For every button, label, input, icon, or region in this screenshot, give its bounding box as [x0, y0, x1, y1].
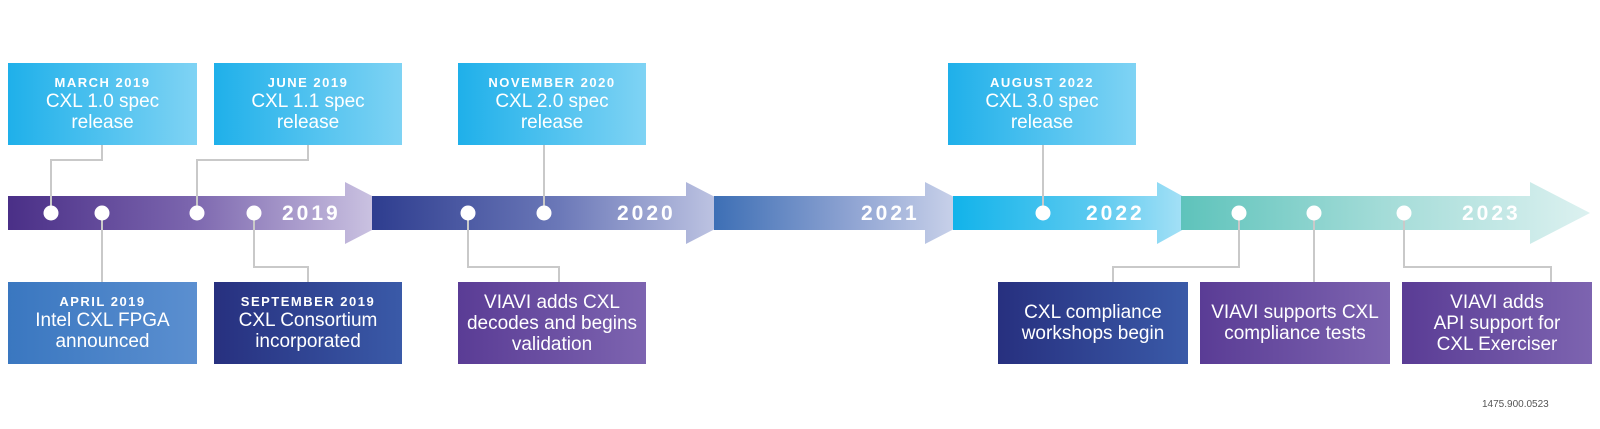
event-box-viavi-compliance — [1200, 282, 1390, 364]
year-label-2022: 2022 — [1086, 202, 1145, 225]
event-date: SEPTEMBER 2019 — [240, 294, 376, 309]
milestone-dot — [536, 205, 552, 221]
connector-september-2019 — [253, 213, 309, 282]
milestone-dot — [460, 205, 476, 221]
event-november-2020: NOVEMBER 2020 CXL 2.0 spec release — [458, 63, 646, 145]
event-line: API support for — [1433, 312, 1561, 334]
event-date: NOVEMBER 2020 — [488, 75, 616, 90]
event-title: CXL 1.1 spec release — [251, 91, 365, 133]
event-title: CXL 1.0 spec release — [45, 91, 160, 133]
connector-viavi-api — [1403, 213, 1552, 282]
year-label-2021: 2021 — [861, 202, 920, 225]
event-compliance-workshops: CXL compliance workshops begin — [998, 282, 1188, 364]
milestone-dot — [1396, 205, 1412, 221]
event-line: compliance tests — [1224, 323, 1366, 344]
event-september-2019: SEPTEMBER 2019 CXL Consortium incorporat… — [214, 282, 402, 364]
timeline-arrow-2020 — [372, 182, 746, 244]
timeline-arrow-2022 — [953, 182, 1213, 244]
event-august-2022: AUGUST 2022 CXL 3.0 spec release — [948, 63, 1136, 145]
event-box-september-2019 — [214, 282, 402, 364]
event-line: announced — [55, 331, 150, 352]
event-april-2019: APRIL 2019 Intel CXL FPGA announced — [8, 282, 197, 364]
connector-viavi-decodes — [467, 213, 560, 282]
event-box-november-2020 — [458, 63, 646, 145]
event-line: workshops begin — [1021, 323, 1165, 344]
timeline-arrow-2023 — [1181, 182, 1590, 244]
event-june-2019: JUNE 2019 CXL 1.1 spec release — [214, 63, 402, 145]
event-line: CXL Exerciser — [1436, 333, 1558, 355]
connector-march-2019 — [50, 145, 103, 213]
year-label-2023: 2023 — [1462, 202, 1521, 225]
event-line: VIAVI adds CXL — [484, 291, 620, 313]
milestone-dot — [94, 205, 110, 221]
event-date: AUGUST 2022 — [990, 75, 1094, 90]
event-box-june-2019 — [214, 63, 402, 145]
event-line: VIAVI adds — [1450, 291, 1544, 313]
milestone-dot — [43, 205, 59, 221]
document-code: 1475.900.0523 — [1482, 399, 1549, 410]
year-label-2020: 2020 — [617, 202, 676, 225]
event-box-august-2022 — [948, 63, 1136, 145]
milestone-dot — [1306, 205, 1322, 221]
connector-compliance-workshops — [1112, 213, 1240, 282]
event-viavi-compliance: VIAVI supports CXL compliance tests — [1200, 282, 1390, 364]
event-line: Intel CXL FPGA — [35, 310, 170, 331]
event-viavi-decodes: VIAVI adds CXL decodes and begins valida… — [458, 282, 646, 364]
timeline-arrow-2019 — [8, 182, 405, 244]
connector-june-2019 — [196, 145, 309, 213]
event-line: incorporated — [255, 331, 361, 352]
event-line: CXL compliance — [1024, 302, 1162, 323]
event-date: JUNE 2019 — [267, 75, 349, 90]
event-box-april-2019 — [8, 282, 197, 364]
milestone-dot — [246, 205, 262, 221]
event-line: validation — [511, 333, 593, 355]
year-label-2019: 2019 — [282, 202, 341, 225]
event-box-march-2019 — [8, 63, 197, 145]
timeline-arrow-2021 — [714, 182, 985, 244]
event-box-viavi-api — [1402, 282, 1592, 364]
milestone-dot — [1035, 205, 1051, 221]
event-march-2019: MARCH 2019 CXL 1.0 spec release — [8, 63, 197, 145]
event-viavi-api: VIAVI adds API support for CXL Exerciser — [1402, 282, 1592, 364]
event-line: VIAVI supports CXL — [1211, 302, 1379, 323]
event-date: APRIL 2019 — [59, 294, 146, 309]
event-title: CXL 2.0 spec release — [495, 91, 609, 133]
event-line: decodes and begins — [466, 312, 638, 334]
milestone-dot — [1231, 205, 1247, 221]
event-date: MARCH 2019 — [54, 75, 151, 90]
event-box-viavi-decodes — [458, 282, 646, 364]
milestone-dot — [189, 205, 205, 221]
event-line: CXL Consortium — [238, 310, 378, 331]
event-title: CXL 3.0 spec release — [985, 91, 1099, 133]
event-box-compliance-workshops — [998, 282, 1188, 364]
